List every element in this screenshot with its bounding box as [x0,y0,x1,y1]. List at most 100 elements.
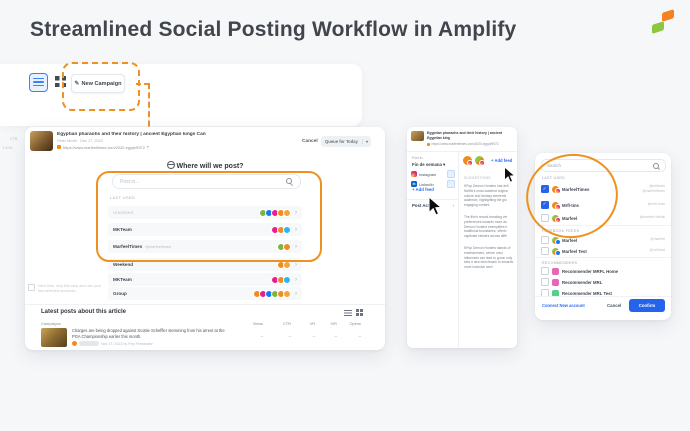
caret-down-icon[interactable]: ▾ [146,145,149,149]
dialog-row-marfeel[interactable]: Marfeel @marfeel official [541,214,665,223]
column-header: Campaigns [41,321,61,326]
account-label: MKTeam [113,227,132,232]
marfeeltimes-avatar[interactable] [463,156,473,166]
suggestions-section-label: SUGGESTIONS [464,176,491,180]
account-handle: @mrfl test [649,248,666,253]
facebook-badge-icon [554,250,561,256]
account-label: Marfeel [562,215,578,221]
checkbox-unchecked[interactable] [541,267,549,275]
social-icons-cluster [271,225,291,234]
account-select-dialog: Search LAST USED MarfeelTimes @mfltimes … [535,153,671,320]
logo-green-shape [652,21,664,34]
dialog-row-marfeeltimes[interactable]: MarfeelTimes @mfltimes @marfeeltimes [541,184,665,195]
queue-caret-icon[interactable]: ▾ [361,139,371,144]
column-header: Opens [349,321,361,326]
feed-status-badge[interactable] [447,180,455,188]
account-label: Unnamed [113,210,133,215]
connect-new-account-link[interactable]: Connect New account [542,303,585,308]
article-title: Egyptian pharaohs and their history | an… [57,132,206,137]
feed-status-badge[interactable] [447,170,455,178]
dialog-row-fb-marfeel[interactable]: Marfeel @marfeel [541,236,665,245]
divider [458,151,459,348]
dialog-search-input[interactable]: Search [541,159,666,172]
checkbox-checked[interactable] [541,185,549,194]
search-placeholder: Search [547,162,561,168]
search-icon [286,178,292,184]
checkbox-unchecked[interactable] [541,236,549,244]
post-in-search-input[interactable]: Post in... [112,174,301,189]
skip-step-checkbox[interactable] [28,284,35,291]
checkbox-unchecked[interactable] [541,278,549,286]
metric-value: – [312,334,315,339]
dialog-cancel-button[interactable]: Cancel [607,303,622,308]
account-row-mkteam-2[interactable]: MKTeam › [108,273,302,286]
checkbox-unchecked[interactable] [541,214,549,222]
globe-icon [166,161,175,169]
suggestion-paragraph: The film's record-breaking vie preferenc… [464,215,508,239]
post-meta: Nov 17, 2023 by Pep Fernandez [101,341,153,346]
latest-posts-heading: Latest posts about this article [41,309,127,315]
account-row-marfeeltimes[interactable]: MarfeelTimes @marfeeltimes › [108,240,302,253]
recommender-label: Recommender MRL [562,279,603,285]
search-icon [653,162,659,169]
account-row-mkteam[interactable]: MKTeam › [108,223,302,236]
dialog-row-recommender-home[interactable]: Recommender MRFL Home [541,267,665,275]
new-campaign-label: New Campaign [81,80,122,87]
marfeeltimes-avatar [552,185,561,195]
metric-value: – [358,334,361,339]
add-feed-link[interactable]: + Add feed [491,158,513,163]
account-row-unnamed[interactable]: Unnamed › [108,206,302,219]
post-text[interactable]: Charges are being dropped against Scotti… [72,328,225,339]
new-campaign-button[interactable]: ✎ New Campaign [71,74,125,93]
last-used-section-label: LAST USED [110,195,136,200]
recommender-icon [552,289,559,297]
queue-label: Queue for Today [325,139,358,144]
recommender-icon [552,278,559,286]
post-in-label: Post in... [412,156,426,160]
account-handle: @marfeel [650,237,665,242]
site-favicon-icon [427,142,430,146]
column-header: VR [309,321,315,326]
social-icons-cluster [253,289,291,298]
article-url[interactable]: https://www.marfeeltimes.com/2020-egypt/… [63,144,145,150]
account-row-group[interactable]: Group › [108,287,302,300]
recommender-label: Recommender MRL Test [562,290,612,296]
recommender-label: Recommender MRFL Home [562,268,619,274]
campaign-dropdown[interactable]: Fin de semana ▾ [412,161,446,167]
list-view-icon[interactable] [344,310,352,316]
checkbox-checked[interactable] [541,201,549,209]
dialog-row-fb-marfeel-test[interactable]: Marfeel Test @mrfl test [541,247,666,256]
campaign-pill [79,341,99,346]
list-view-button[interactable] [29,73,48,92]
article-url[interactable]: https://www.marfeeltimes.com/2020-egypt/… [431,142,499,146]
mrfl-tms-avatar [552,201,561,210]
instagram-icon [411,171,417,177]
feed-row-linkedin[interactable]: in LinkedIn [411,179,455,189]
queue-for-today-button[interactable]: Queue for Today ▾ [321,136,371,147]
dialog-confirm-button[interactable]: Confirm [629,299,665,312]
grid-view-icon[interactable] [356,309,363,316]
grid-view-button[interactable] [55,76,66,87]
post-activity-link[interactable]: Post Activity › [412,203,454,208]
divider [25,304,385,305]
marfeel-avatar[interactable] [475,156,485,166]
cancel-link[interactable]: Cancel [302,139,318,144]
suggestion-paragraph: KPop Demon Hunters has defi Netflix's mo… [464,184,509,208]
composer-card: Egyptian pharaohs and their history | an… [25,127,385,350]
add-feed-link[interactable]: + Add feed [412,187,434,192]
social-icon [283,208,291,217]
post-thumbnail [41,328,67,347]
article-byline: Peter Miceli · Dec 17, 2023 [57,139,103,143]
logo-orange-shape [662,9,674,22]
checkbox-unchecked[interactable] [541,247,549,255]
background-table-value: 1.41% [2,146,13,150]
feed-row-instagram[interactable]: Instagram [411,169,455,179]
dialog-row-recommender-mrl[interactable]: Recommender MRL [541,278,665,286]
account-row-weekend[interactable]: Weekend › [108,258,302,271]
column-header: Views [252,321,263,326]
feed-label: Instagram [419,171,437,177]
metric-value: – [260,334,263,339]
post-destination-heading: Where will we post? [25,161,385,170]
dialog-row-mrfl-tms[interactable]: Mrfl-tms @mrfl-tmss [541,201,665,210]
amplify-logo-icon [652,9,674,34]
